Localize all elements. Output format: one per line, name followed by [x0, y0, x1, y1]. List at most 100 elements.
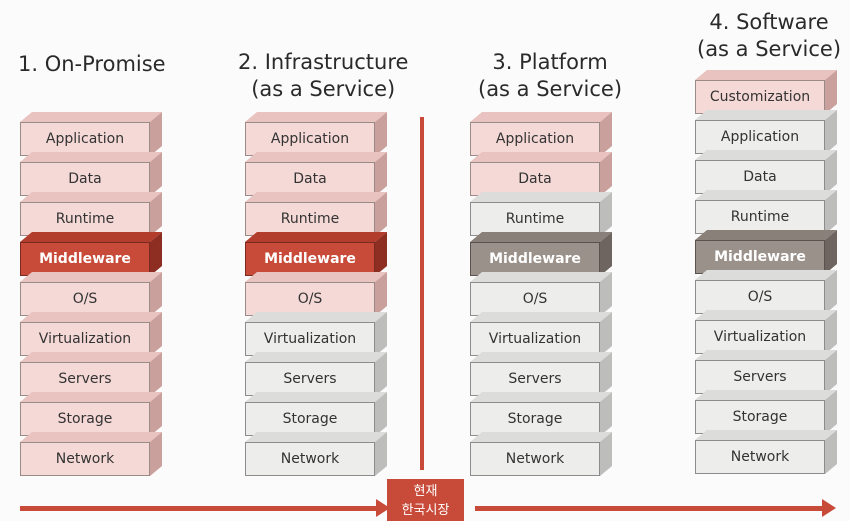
current-korean-market-badge: 현재 한국시장: [387, 479, 464, 521]
layer-top-face: [20, 152, 162, 162]
layer-side-face: [150, 112, 162, 156]
layer-top-face: [245, 352, 387, 362]
layer-top-face: [695, 230, 837, 240]
layer-side-face: [600, 152, 612, 196]
layer-label: O/S: [245, 282, 375, 316]
layer-side-face: [150, 432, 162, 476]
layer-label: Customization: [695, 80, 825, 114]
layer-label: Network: [695, 440, 825, 474]
layer-top-face: [245, 392, 387, 402]
layer-servers: Servers: [245, 352, 387, 396]
layer-storage: Storage: [695, 390, 837, 434]
layer-virtualization: Virtualization: [20, 312, 162, 356]
layer-top-face: [695, 390, 837, 400]
layer-side-face: [825, 270, 837, 314]
layer-label: Virtualization: [245, 322, 375, 356]
layer-label: Storage: [245, 402, 375, 436]
layer-virtualization: Virtualization: [245, 312, 387, 356]
layer-side-face: [600, 352, 612, 396]
layer-label: Virtualization: [695, 320, 825, 354]
layer-top-face: [695, 150, 837, 160]
layer-label: Virtualization: [470, 322, 600, 356]
layer-top-face: [245, 152, 387, 162]
layer-runtime: Runtime: [245, 192, 387, 236]
layer-side-face: [150, 392, 162, 436]
layer-side-face: [150, 352, 162, 396]
layer-label: Data: [20, 162, 150, 196]
layer-middleware: Middleware: [470, 232, 612, 276]
layer-data: Data: [245, 152, 387, 196]
layer-side-face: [600, 312, 612, 356]
layer-side-face: [600, 432, 612, 476]
column-title-saas: 4. Software (as a Service): [697, 10, 842, 61]
layer-top-face: [470, 312, 612, 322]
layer-label: Storage: [20, 402, 150, 436]
layer-o-s: O/S: [695, 270, 837, 314]
layer-side-face: [600, 112, 612, 156]
progress-arrow-right-line: [475, 506, 823, 511]
layer-label: O/S: [695, 280, 825, 314]
layer-label: Application: [695, 120, 825, 154]
layer-side-face: [825, 430, 837, 474]
layer-side-face: [150, 152, 162, 196]
layer-side-face: [825, 230, 837, 274]
layer-top-face: [20, 312, 162, 322]
layer-side-face: [375, 232, 387, 276]
layer-virtualization: Virtualization: [470, 312, 612, 356]
layer-top-face: [470, 432, 612, 442]
layer-runtime: Runtime: [695, 190, 837, 234]
layer-storage: Storage: [470, 392, 612, 436]
layer-top-face: [245, 432, 387, 442]
layer-o-s: O/S: [245, 272, 387, 316]
layer-application: Application: [20, 112, 162, 156]
layer-label: Middleware: [20, 242, 150, 276]
layer-side-face: [825, 150, 837, 194]
layer-side-face: [375, 152, 387, 196]
layer-servers: Servers: [470, 352, 612, 396]
layer-label: Runtime: [695, 200, 825, 234]
layer-runtime: Runtime: [470, 192, 612, 236]
progress-arrow-left-head: [376, 499, 390, 517]
layer-side-face: [375, 432, 387, 476]
layer-top-face: [695, 70, 837, 80]
layer-label: O/S: [20, 282, 150, 316]
layer-servers: Servers: [695, 350, 837, 394]
progress-arrow-left-line: [20, 506, 376, 511]
layer-side-face: [600, 232, 612, 276]
layer-o-s: O/S: [20, 272, 162, 316]
layer-label: Storage: [470, 402, 600, 436]
layer-application: Application: [470, 112, 612, 156]
layer-runtime: Runtime: [20, 192, 162, 236]
layer-application: Application: [695, 110, 837, 154]
layer-storage: Storage: [245, 392, 387, 436]
layer-side-face: [825, 350, 837, 394]
layer-top-face: [20, 392, 162, 402]
layer-customization: Customization: [695, 70, 837, 114]
layer-top-face: [20, 112, 162, 122]
layer-top-face: [20, 192, 162, 202]
layer-application: Application: [245, 112, 387, 156]
layer-top-face: [470, 192, 612, 202]
layer-top-face: [245, 112, 387, 122]
layer-top-face: [695, 190, 837, 200]
layer-label: Servers: [245, 362, 375, 396]
layer-label: Data: [470, 162, 600, 196]
layer-top-face: [20, 272, 162, 282]
layer-storage: Storage: [20, 392, 162, 436]
layer-label: Middleware: [695, 240, 825, 274]
layer-data: Data: [695, 150, 837, 194]
layer-network: Network: [695, 430, 837, 474]
column-title-on-premise: 1. On-Promise: [18, 52, 166, 76]
layer-label: Runtime: [20, 202, 150, 236]
layer-side-face: [150, 272, 162, 316]
layer-top-face: [20, 232, 162, 242]
layer-label: Middleware: [245, 242, 375, 276]
progress-arrow-right-head: [822, 499, 836, 517]
layer-top-face: [20, 432, 162, 442]
layer-side-face: [600, 272, 612, 316]
layer-label: Storage: [695, 400, 825, 434]
layer-top-face: [695, 110, 837, 120]
layer-top-face: [695, 270, 837, 280]
column-title-iaas: 2. Infrastructure (as a Service): [238, 50, 409, 101]
layer-side-face: [150, 192, 162, 236]
